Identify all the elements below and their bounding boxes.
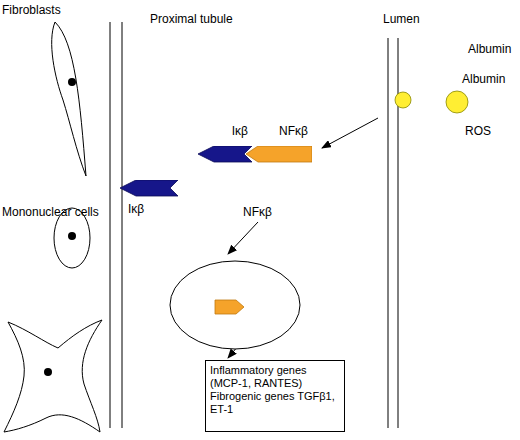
protein-label: Iκβ bbox=[232, 124, 248, 138]
nucleus bbox=[170, 261, 300, 349]
membrane-line bbox=[110, 22, 111, 428]
nfkb-shape bbox=[246, 146, 312, 162]
cell-nucleus-dot bbox=[68, 78, 76, 86]
cell-nucleus-dot bbox=[68, 232, 76, 240]
gene-list: Inflammatory genes (MCP-1, RANTES) bbox=[210, 364, 335, 390]
gene-list: Fibrogenic genes TGFβ1, ET-1 bbox=[210, 390, 335, 416]
mononuclear-cell bbox=[4, 320, 102, 432]
protein-shape: NFκβ bbox=[246, 124, 312, 164]
membrane-line bbox=[122, 22, 123, 428]
molecule-label: NFκβ bbox=[243, 205, 272, 219]
arrow bbox=[228, 222, 258, 254]
molecule-label: ROS bbox=[465, 124, 491, 138]
region-label: Proximal tubule bbox=[150, 12, 233, 26]
ikb-shape bbox=[198, 146, 252, 162]
gene-box: Inflammatory genes (MCP-1, RANTES)Fibrog… bbox=[205, 360, 345, 432]
nfkb-shape bbox=[246, 146, 312, 163]
ikb-shape bbox=[120, 180, 178, 196]
molecule-label: Albumin bbox=[468, 42, 511, 56]
cell-nucleus-dot bbox=[44, 368, 52, 376]
nfkb-shape bbox=[215, 300, 244, 314]
fibroblast-cell bbox=[52, 22, 86, 176]
cell-label: Mononuclear cells bbox=[2, 205, 99, 219]
membrane-line bbox=[388, 38, 389, 428]
protein-label: Iκβ bbox=[128, 202, 144, 216]
protein-shape: Iκβ bbox=[120, 180, 178, 220]
arrow bbox=[322, 118, 378, 148]
ikb-shape bbox=[120, 180, 178, 197]
protein-label: NFκβ bbox=[279, 124, 308, 138]
albumin-particle bbox=[395, 92, 411, 108]
region-label: Lumen bbox=[383, 12, 420, 26]
albumin-particle bbox=[446, 91, 468, 113]
ikb-shape bbox=[198, 146, 252, 163]
protein-shape: Iκβ bbox=[198, 124, 252, 164]
molecule-label: Albumin bbox=[462, 72, 505, 86]
cell-label: Fibroblasts bbox=[2, 3, 61, 17]
